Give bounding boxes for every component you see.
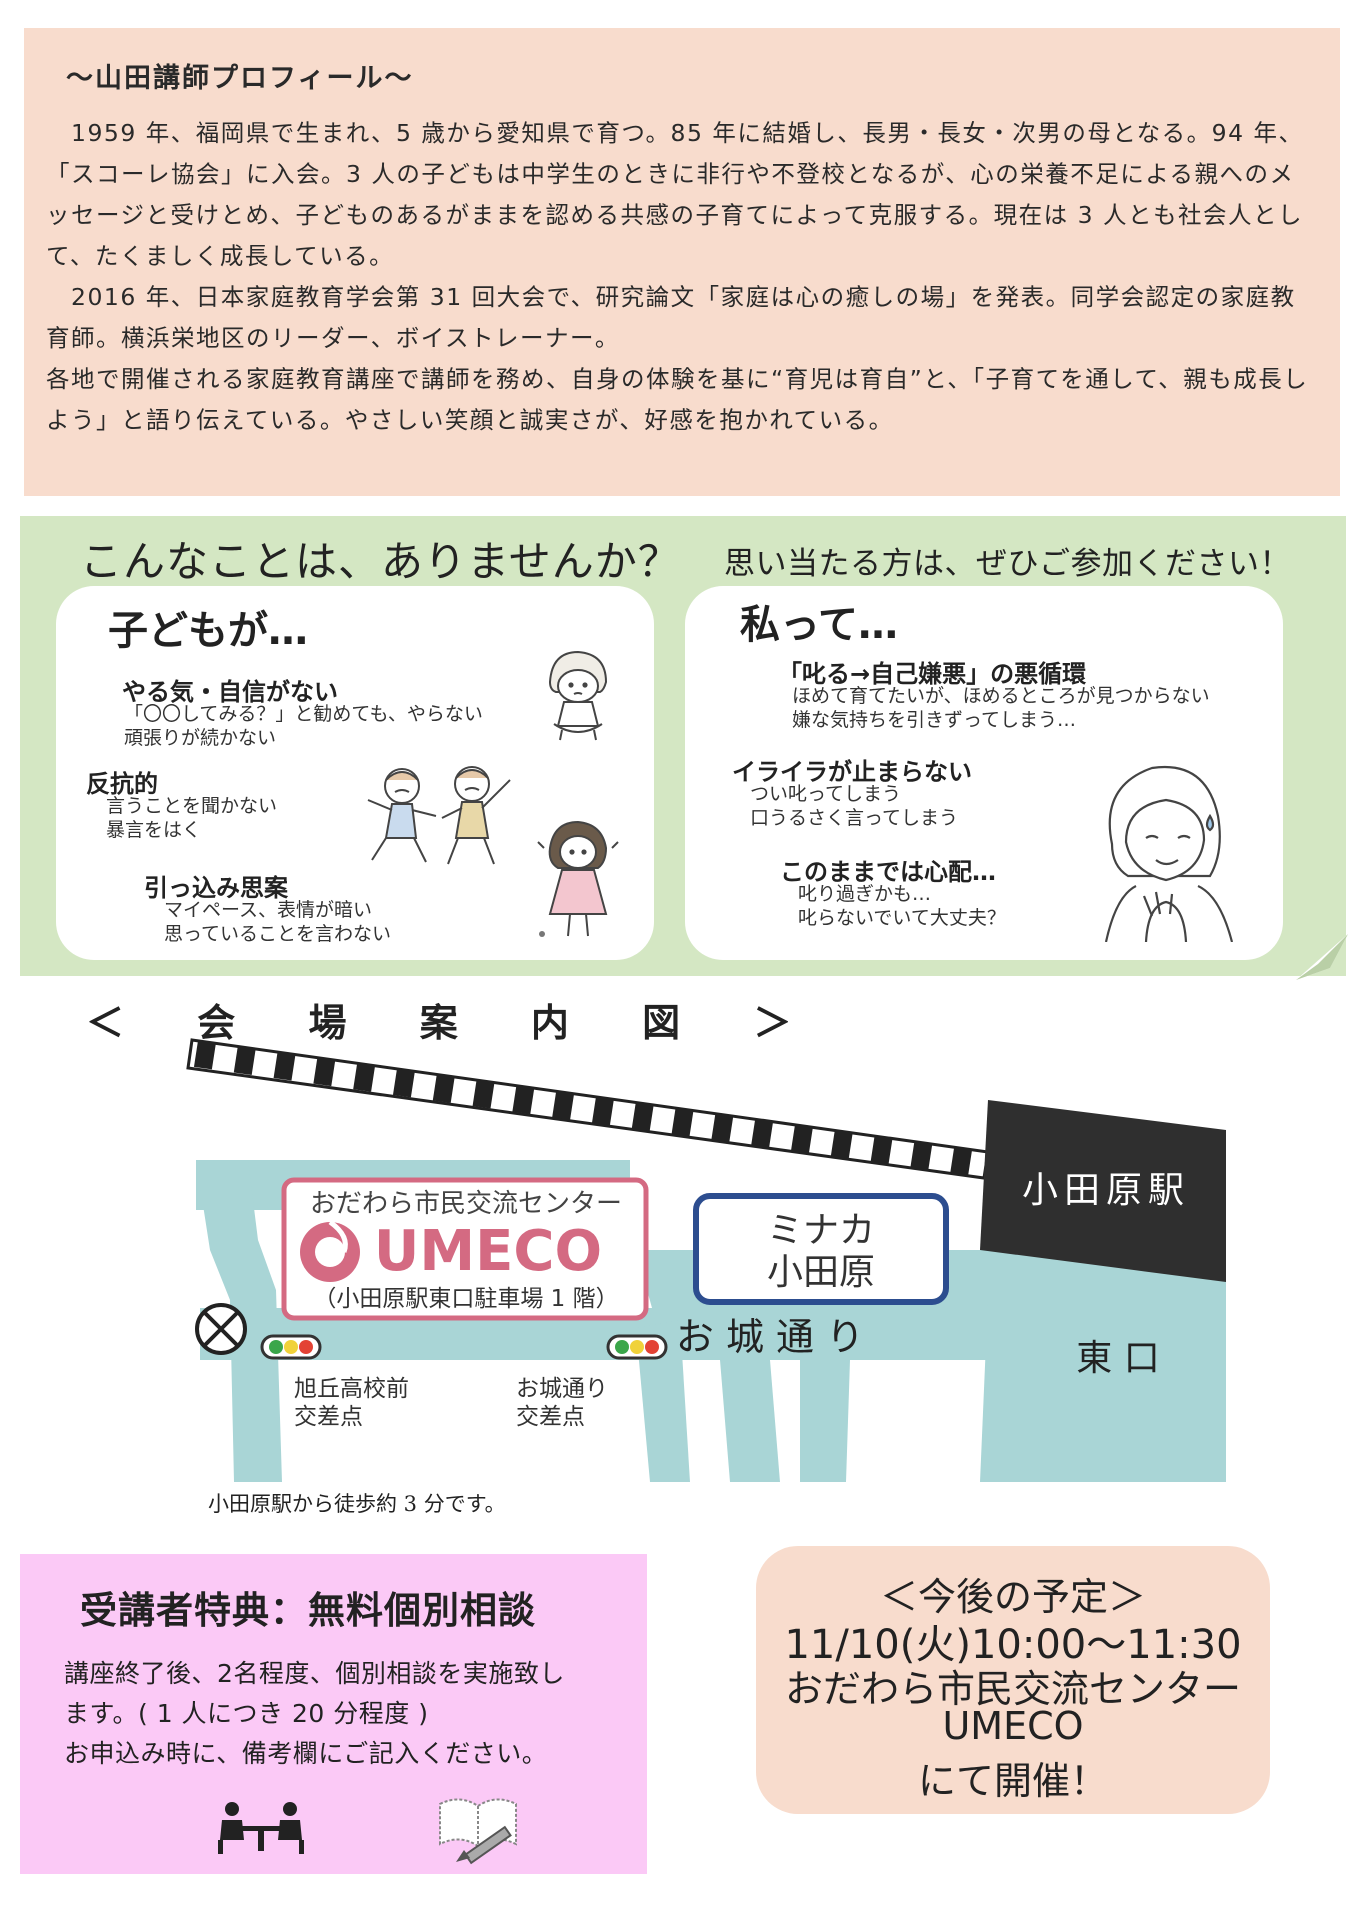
child-issue-heading: 反抗的 [86,770,158,798]
railway-tie [671,1108,694,1137]
benefit-box [20,1554,647,1874]
benefit-line: 講座終了後、2名程度、個別相談を実施致し [64,1659,565,1688]
parent-issue-text: つい叱ってしまう 口うるさく言ってしまう [750,783,959,829]
parent-issue-heading: イライラが止まらない [732,758,972,786]
schedule-closing: にて開催！ [917,1759,1108,1803]
benefit-title: 受講者特典：無料個別相談 [80,1589,536,1632]
profile-box: ～山田講師プロフィール～ 1959 年、福岡県で生まれ、5 歳から愛知県で育つ。… [24,28,1340,496]
railway-tie [432,1074,455,1103]
venue-sub: （小田原駅東口駐車場 1 階） [313,1286,618,1312]
railway-tie [790,1124,813,1154]
map-title: ＜ 会 場 案 内 図 ＞ [86,1001,822,1045]
railway-tie [233,1046,256,1075]
mall-name-line1: ミナカ [767,1210,875,1251]
railway-tie [591,1096,614,1126]
railway-track [186,1038,990,1180]
railway-tie [193,1040,216,1070]
railway-tie [631,1102,654,1131]
railway-tie [751,1119,774,1148]
worried-mother-icon [1104,765,1234,942]
parent-issue-heading: このままでは心配… [780,858,996,886]
benefit-line: お申込み時に、備考欄にご記入ください。 [64,1739,548,1768]
railway-tie [512,1085,535,1115]
map-note: 小田原駅から徒歩約 3 分です。 [208,1492,506,1516]
exit-label: 東 口 [1076,1338,1159,1379]
benefit-line: ます。( 1 人につき 20 分程度 ) [64,1699,429,1728]
notebook-pencil-icon [439,1798,517,1865]
traffic-light-icon [606,1334,668,1360]
station-name: 小田原駅 [1022,1170,1190,1211]
crossing-label: お城通り [516,1376,608,1402]
crossing-label: 交差点 [516,1404,585,1430]
parent-issue-heading: 「叱る→自己嫌悪」の悪循環 [778,660,1087,688]
child-issue-heading: 引っ込み思案 [144,874,288,902]
schedule-heading: ＜今後の予定＞ [879,1575,1146,1619]
child-illustration-icon [548,650,608,741]
parents-card-title: 私って… [740,602,898,648]
street-name: お 城 通 り [676,1315,864,1359]
mall-box [693,1193,949,1305]
shy-child-icon [537,820,619,937]
crossing-label: 旭丘高校前 [294,1376,409,1402]
railway-tie [830,1130,853,1159]
profile-title: ～山田講師プロフィール～ [66,63,414,94]
venue-box [281,1177,649,1321]
child-issue-text: マイペース、表情が暗い 思っていることを言わない [164,899,392,945]
station-building [980,1100,1226,1282]
railway-tie [273,1052,296,1081]
schedule-venue-name: UMECO [942,1704,1084,1748]
railway-tie [552,1091,575,1120]
railway-tie [950,1147,973,1176]
profile-paragraph: 1959 年、福岡県で生まれ、5 歳から愛知県で育つ。85 年に結婚し、長男・長… [46,119,1304,270]
railway-tie [313,1057,336,1087]
children-fighting-icon [367,766,511,865]
umeco-logo-icon [300,1219,360,1282]
schedule-box [756,1546,1270,1814]
child-issue-heading: やる気・自信がない [122,678,338,706]
parent-issue-text: 叱り過ぎかも… 叱らないでいて大丈夫？ [798,883,1006,929]
child-issue-text: 「〇〇してみる？」と勧めても、やらない 頑張りが続かない [124,703,483,749]
child-issue-text: 言うことを聞かない 暴言をはく [106,795,278,841]
children-card-title: 子どもが… [108,608,308,654]
schedule-venue: おだわら市民交流センター [784,1667,1241,1711]
railway-tie [353,1063,376,1092]
parent-issue-text: ほめて育てたいが、ほめるところが見つからない 嫌な気持ちを引きずってしまう… [792,685,1210,731]
invite-text: 思い当たる方は、ぜひご参加ください！ [724,546,1291,582]
page-curl-icon [1296,934,1348,980]
profile-paragraph: 2016 年、日本家庭教育学会第 31 回大会で、研究論文「家庭は心の癒しの場」… [46,283,1296,352]
railway-tie [910,1141,933,1171]
crossing-label: 交差点 [294,1404,363,1430]
police-box-icon [195,1303,247,1355]
profile-paragraph: 各地で開催される家庭教育講座で講師を務め、自身の体験を基に“育児は育自”と、「子… [46,365,1309,434]
concerns-heading: こんなことは、ありませんか？ [80,537,681,586]
consultation-icon [218,1802,304,1854]
traffic-light-icon [260,1334,322,1360]
railway-tie [711,1113,734,1143]
mall-name-line2: 小田原 [767,1252,875,1293]
venue-caption: おだわら市民交流センター [310,1189,622,1219]
venue-map: おだわら市民交流センター UMECO （小田原駅東口駐車場 1 階） ミナカ 小… [186,1038,1226,1482]
railway-tie [870,1136,893,1165]
railway-tie [472,1080,495,1109]
venue-logo-text: UMECO [374,1219,602,1284]
schedule-date: 11/10(火)10:00～11:30 [784,1622,1242,1668]
railway-tie [392,1068,415,1098]
